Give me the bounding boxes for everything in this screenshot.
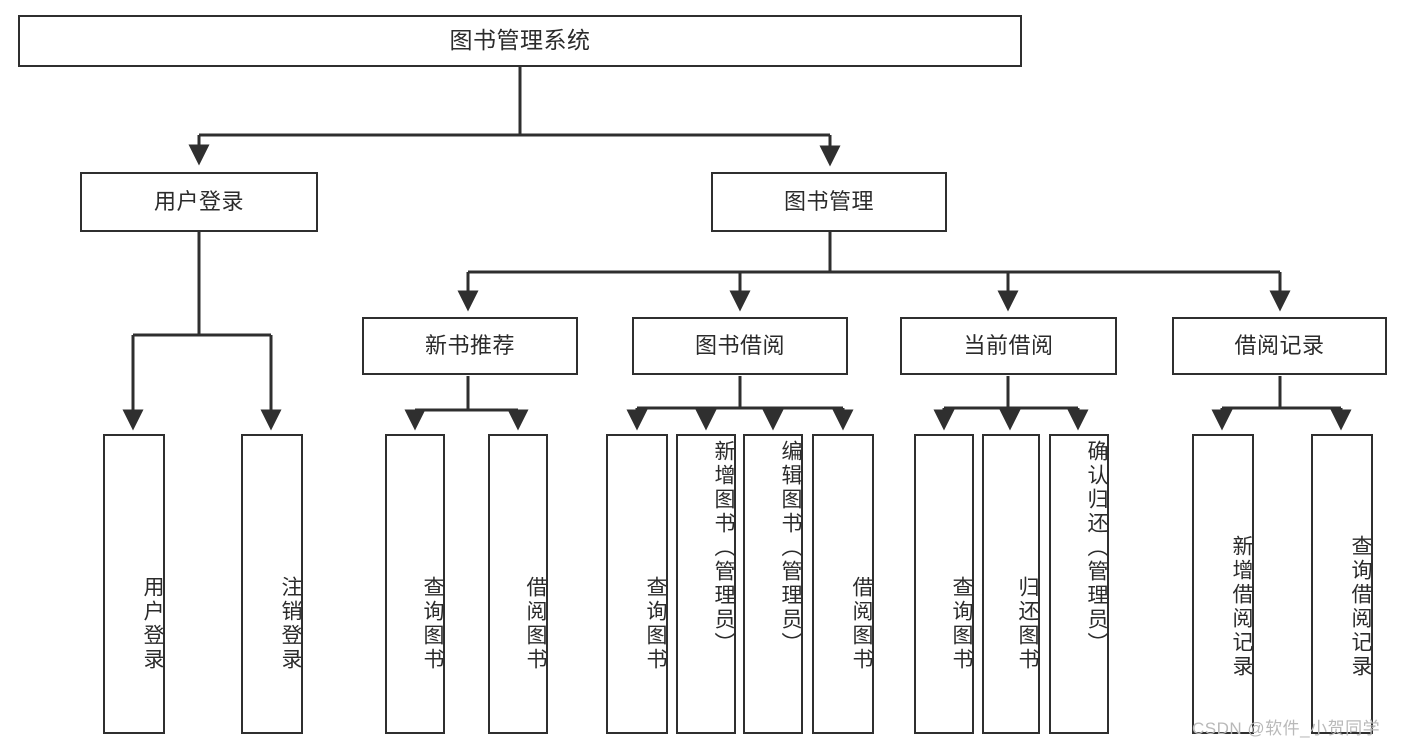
leaf-book-borrow-query[interactable]: 查询图书 [606, 434, 668, 734]
node-book-borrow[interactable]: 图书借阅 [632, 317, 848, 375]
leaf-current-borrow-confirm-admin[interactable]: 确认归还（管理员） [1049, 434, 1109, 734]
leaf-book-borrow-borrow[interactable]: 借阅图书 [812, 434, 874, 734]
leaf-book-borrow-edit-admin[interactable]: 编辑图书（管理员） [743, 434, 803, 734]
leaf-new-book-query[interactable]: 查询图书 [385, 434, 445, 734]
node-new-book-recommend[interactable]: 新书推荐 [362, 317, 578, 375]
node-borrow-record[interactable]: 借阅记录 [1172, 317, 1387, 375]
leaf-user-login-logout[interactable]: 注销登录 [241, 434, 303, 734]
leaf-current-borrow-return[interactable]: 归还图书 [982, 434, 1040, 734]
node-current-borrow[interactable]: 当前借阅 [900, 317, 1117, 375]
leaf-borrow-record-add[interactable]: 新增借阅记录 [1192, 434, 1254, 734]
node-user-login[interactable]: 用户登录 [80, 172, 318, 232]
leaf-user-login-login[interactable]: 用户登录 [103, 434, 165, 734]
leaf-book-borrow-add-admin[interactable]: 新增图书（管理员） [676, 434, 736, 734]
leaf-current-borrow-query[interactable]: 查询图书 [914, 434, 974, 734]
leaf-new-book-borrow[interactable]: 借阅图书 [488, 434, 548, 734]
csdn-watermark: CSDN @软件_小贺同学 [1192, 719, 1381, 738]
node-book-management[interactable]: 图书管理 [711, 172, 947, 232]
node-root-library-system[interactable]: 图书管理系统 [18, 15, 1022, 67]
leaf-borrow-record-query[interactable]: 查询借阅记录 [1311, 434, 1373, 734]
